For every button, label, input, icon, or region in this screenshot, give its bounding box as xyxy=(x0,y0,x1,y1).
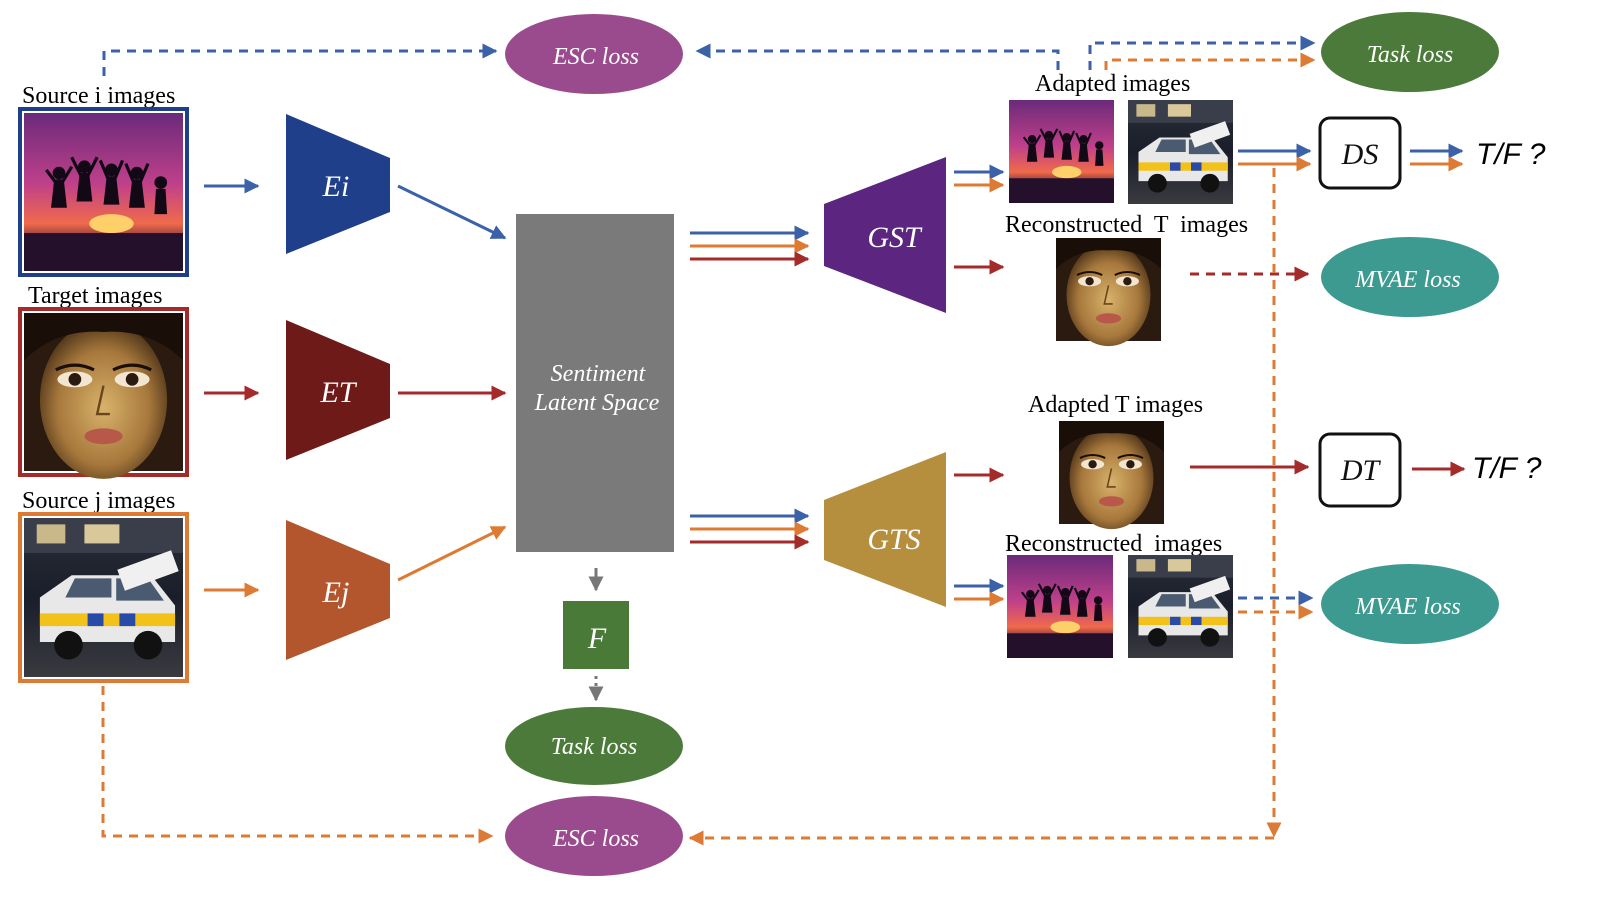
target-label: Target images xyxy=(28,283,163,309)
esc-loss-top: ESC loss xyxy=(505,14,683,94)
svg-text:ESC loss: ESC loss xyxy=(552,826,639,852)
reconstructed-t-image xyxy=(1054,236,1163,348)
mvae-loss-top: MVAE loss xyxy=(1321,237,1499,317)
dash-adapted-to-esc-top xyxy=(695,43,1060,70)
adapted-t-label: Adapted T images xyxy=(1028,392,1203,418)
svg-text:Latent Space: Latent Space xyxy=(534,390,660,416)
generator-st: GST xyxy=(824,157,946,313)
encoder-j: Ej xyxy=(286,520,390,660)
svg-text:MVAE loss: MVAE loss xyxy=(1354,267,1461,293)
reconstructed-car-image xyxy=(1128,555,1233,658)
arrows-latent-to-gts xyxy=(690,508,810,550)
source-j-label: Source j images xyxy=(22,488,175,514)
dash-adapted-to-task-blue xyxy=(1088,35,1316,70)
task-loss-top: Task loss xyxy=(1321,12,1499,92)
task-loss-bottom: Task loss xyxy=(505,707,683,785)
source-j-image xyxy=(18,512,189,683)
discriminator-s: DS xyxy=(1318,116,1402,190)
classifier-f: F xyxy=(563,601,629,669)
reconstructed-t-label: Reconstructed T images xyxy=(1005,212,1248,238)
source-i-label: Source i images xyxy=(22,83,175,109)
target-image xyxy=(18,307,189,481)
esc-loss-bottom: ESC loss xyxy=(505,796,683,876)
tf-s-text: T/F ? xyxy=(1476,138,1546,171)
svg-text:F: F xyxy=(587,622,607,655)
source-i-image xyxy=(18,107,189,277)
svg-text:Ej: Ej xyxy=(322,576,350,609)
svg-text:ET: ET xyxy=(319,376,357,409)
arrow-enc-i-to-latent xyxy=(397,184,507,240)
encoder-t: ET xyxy=(286,320,390,460)
svg-text:GTS: GTS xyxy=(867,523,920,556)
svg-text:DS: DS xyxy=(1341,138,1379,171)
svg-text:Ei: Ei xyxy=(322,170,350,203)
discriminator-t: DT xyxy=(1318,432,1402,508)
tf-t-text: T/F ? xyxy=(1472,452,1542,485)
reconstructed-label: Reconstructed images xyxy=(1005,531,1222,557)
dash-si-to-esc-top xyxy=(102,43,498,76)
svg-text:ESC loss: ESC loss xyxy=(552,44,639,70)
arrows-latent-to-gst xyxy=(690,225,810,267)
svg-text:Sentiment: Sentiment xyxy=(551,361,647,387)
adapted-t-image xyxy=(1057,419,1166,531)
reconstructed-sunset-image xyxy=(1005,553,1115,660)
adapted-car-image xyxy=(1128,100,1233,204)
svg-text:Task loss: Task loss xyxy=(551,734,637,760)
encoder-i: Ei xyxy=(286,114,390,254)
svg-text:DT: DT xyxy=(1340,454,1382,487)
latent-space: Sentiment Latent Space xyxy=(516,214,674,552)
dash-adapted-to-task-orange xyxy=(1104,52,1316,70)
mvae-loss-bottom: MVAE loss xyxy=(1321,564,1499,644)
svg-text:MVAE loss: MVAE loss xyxy=(1354,594,1461,620)
svg-text:Task loss: Task loss xyxy=(1367,42,1453,68)
svg-text:GST: GST xyxy=(867,221,923,254)
generator-ts: GTS xyxy=(824,452,946,607)
dash-sj-to-esc-bottom xyxy=(101,686,494,844)
arrow-enc-j-to-latent xyxy=(397,525,507,582)
adapted-label: Adapted images xyxy=(1035,71,1190,97)
adapted-sunset-image xyxy=(1007,98,1116,205)
